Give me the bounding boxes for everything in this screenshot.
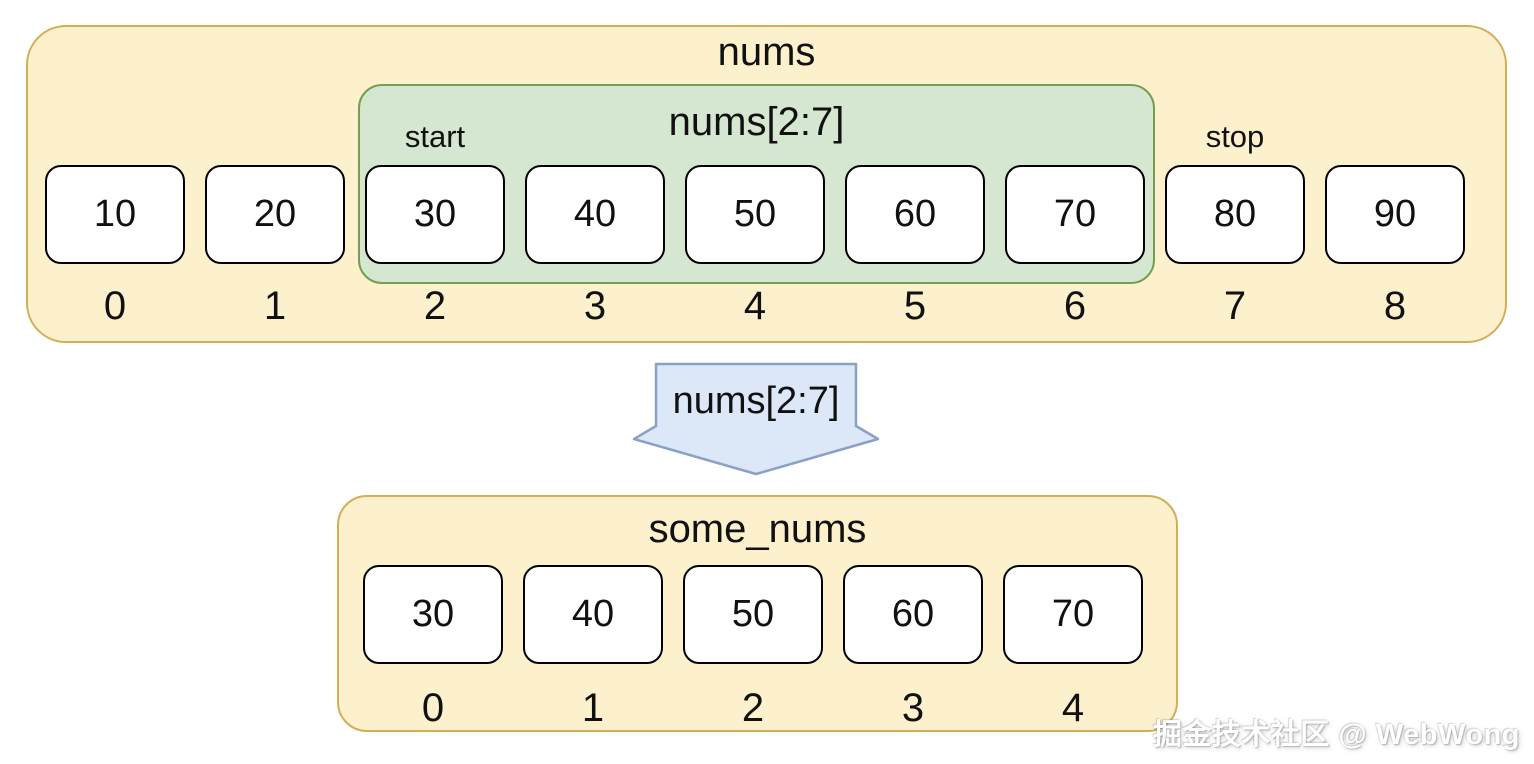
stop-label: stop: [1205, 119, 1265, 154]
array-cell: 50: [685, 165, 825, 264]
index-label: 5: [903, 284, 927, 328]
watermark: 掘金技术社区 @ WebWong: [1152, 719, 1520, 751]
start-label: start: [404, 119, 466, 154]
array-cell: 60: [843, 565, 983, 664]
index-label: 2: [741, 686, 765, 730]
down-arrow-shape: [630, 360, 882, 478]
index-label: 3: [901, 686, 925, 730]
array-cell: 30: [365, 165, 505, 264]
cell-value: 40: [573, 193, 617, 235]
array-cell: 80: [1165, 165, 1305, 264]
cell-value: 10: [93, 193, 137, 235]
nums-array-title: nums: [717, 30, 816, 74]
array-cell: 60: [845, 165, 985, 264]
array-cell: 40: [525, 165, 665, 264]
arrow-label: nums[2:7]: [672, 380, 840, 422]
cell-value: 70: [1051, 593, 1095, 635]
index-label: 2: [423, 284, 447, 328]
array-cell: 10: [45, 165, 185, 264]
cell-value: 20: [253, 193, 297, 235]
index-label: 3: [583, 284, 607, 328]
index-label: 7: [1223, 284, 1247, 328]
index-label: 4: [1061, 686, 1085, 730]
cell-value: 40: [571, 593, 615, 635]
index-label: 1: [581, 686, 605, 730]
result-array-title: some_nums: [648, 507, 867, 551]
index-label: 6: [1063, 284, 1087, 328]
cell-value: 80: [1213, 193, 1257, 235]
cell-value: 30: [411, 593, 455, 635]
cell-value: 50: [733, 193, 777, 235]
cell-value: 30: [413, 193, 457, 235]
cell-value: 90: [1373, 193, 1417, 235]
cell-value: 50: [731, 593, 775, 635]
index-label: 4: [743, 284, 767, 328]
cell-value: 70: [1053, 193, 1097, 235]
array-cell: 20: [205, 165, 345, 264]
array-cell: 70: [1005, 165, 1145, 264]
cell-value: 60: [893, 193, 937, 235]
array-cell: 70: [1003, 565, 1143, 664]
index-label: 0: [103, 284, 127, 328]
slice-overlay-title: nums[2:7]: [668, 100, 845, 144]
index-label: 1: [263, 284, 287, 328]
array-cell: 90: [1325, 165, 1465, 264]
cell-value: 60: [891, 593, 935, 635]
index-label: 8: [1383, 284, 1407, 328]
array-cell: 50: [683, 565, 823, 664]
down-arrow-icon: [632, 362, 880, 476]
index-label: 0: [421, 686, 445, 730]
array-cell: 30: [363, 565, 503, 664]
array-cell: 40: [523, 565, 663, 664]
